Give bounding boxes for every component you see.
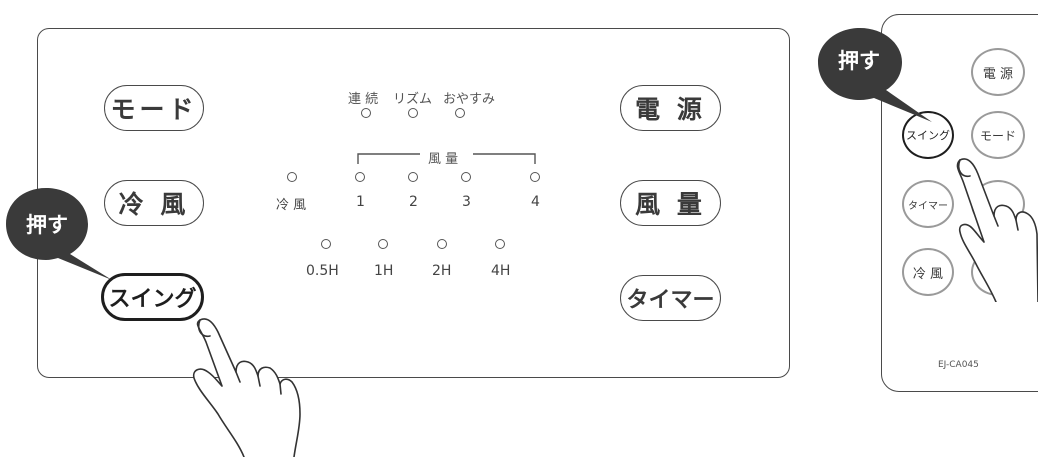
timer-1h-led (378, 239, 388, 249)
timer-1h-label: 1H (374, 263, 394, 279)
timer-button[interactable]: タイマー (620, 275, 721, 321)
speed-4-label: 4 (531, 194, 540, 210)
speed-4-led (530, 172, 540, 182)
mode-continuous-led (361, 108, 371, 118)
speed-cool-led (287, 172, 297, 182)
speed-cool-label: 冷 風 (276, 198, 307, 213)
remote-hand-pointer-icon (956, 158, 1038, 302)
remote-press-callout-label: 押す (838, 49, 880, 73)
swing-button[interactable]: スイング (101, 273, 204, 321)
mode-sleep-label: おやすみ (443, 92, 496, 107)
timer-05h-led (321, 239, 331, 249)
speed-1-label: 1 (356, 194, 365, 210)
timer-05h-label: 0.5H (306, 263, 339, 279)
mode-sleep-led (455, 108, 465, 118)
mode-button[interactable]: モード (104, 85, 204, 131)
press-callout-bubble (6, 188, 112, 280)
airflow-button[interactable]: 風 量 (620, 180, 721, 226)
power-button[interactable]: 電 源 (620, 85, 721, 131)
airflow-bracket (357, 153, 536, 164)
speed-2-led (408, 172, 418, 182)
press-callout-label: 押す (26, 213, 68, 237)
speed-3-led (461, 172, 471, 182)
remote-mode-button[interactable]: モード (971, 111, 1025, 159)
timer-4h-label: 4H (491, 263, 511, 279)
remote-swing-button[interactable]: スイング (902, 111, 954, 159)
airflow-label: 風 量 (428, 152, 459, 167)
timer-4h-led (495, 239, 505, 249)
cool-button[interactable]: 冷 風 (104, 180, 204, 226)
remote-press-callout-bubble (818, 28, 932, 122)
hand-pointer-icon (192, 318, 301, 457)
speed-1-led (355, 172, 365, 182)
mode-rhythm-label: リズム (393, 92, 433, 107)
timer-2h-led (437, 239, 447, 249)
remote-timer-button[interactable]: タイマー (902, 180, 954, 228)
remote-cool-button[interactable]: 冷 風 (902, 248, 954, 296)
mode-rhythm-led (408, 108, 418, 118)
timer-2h-label: 2H (432, 263, 452, 279)
speed-2-label: 2 (409, 194, 418, 210)
remote-model-label: EJ-CA045 (938, 360, 979, 370)
speed-3-label: 3 (462, 194, 471, 210)
remote-power-button[interactable]: 電 源 (971, 48, 1025, 96)
mode-continuous-label: 連 続 (348, 92, 379, 107)
